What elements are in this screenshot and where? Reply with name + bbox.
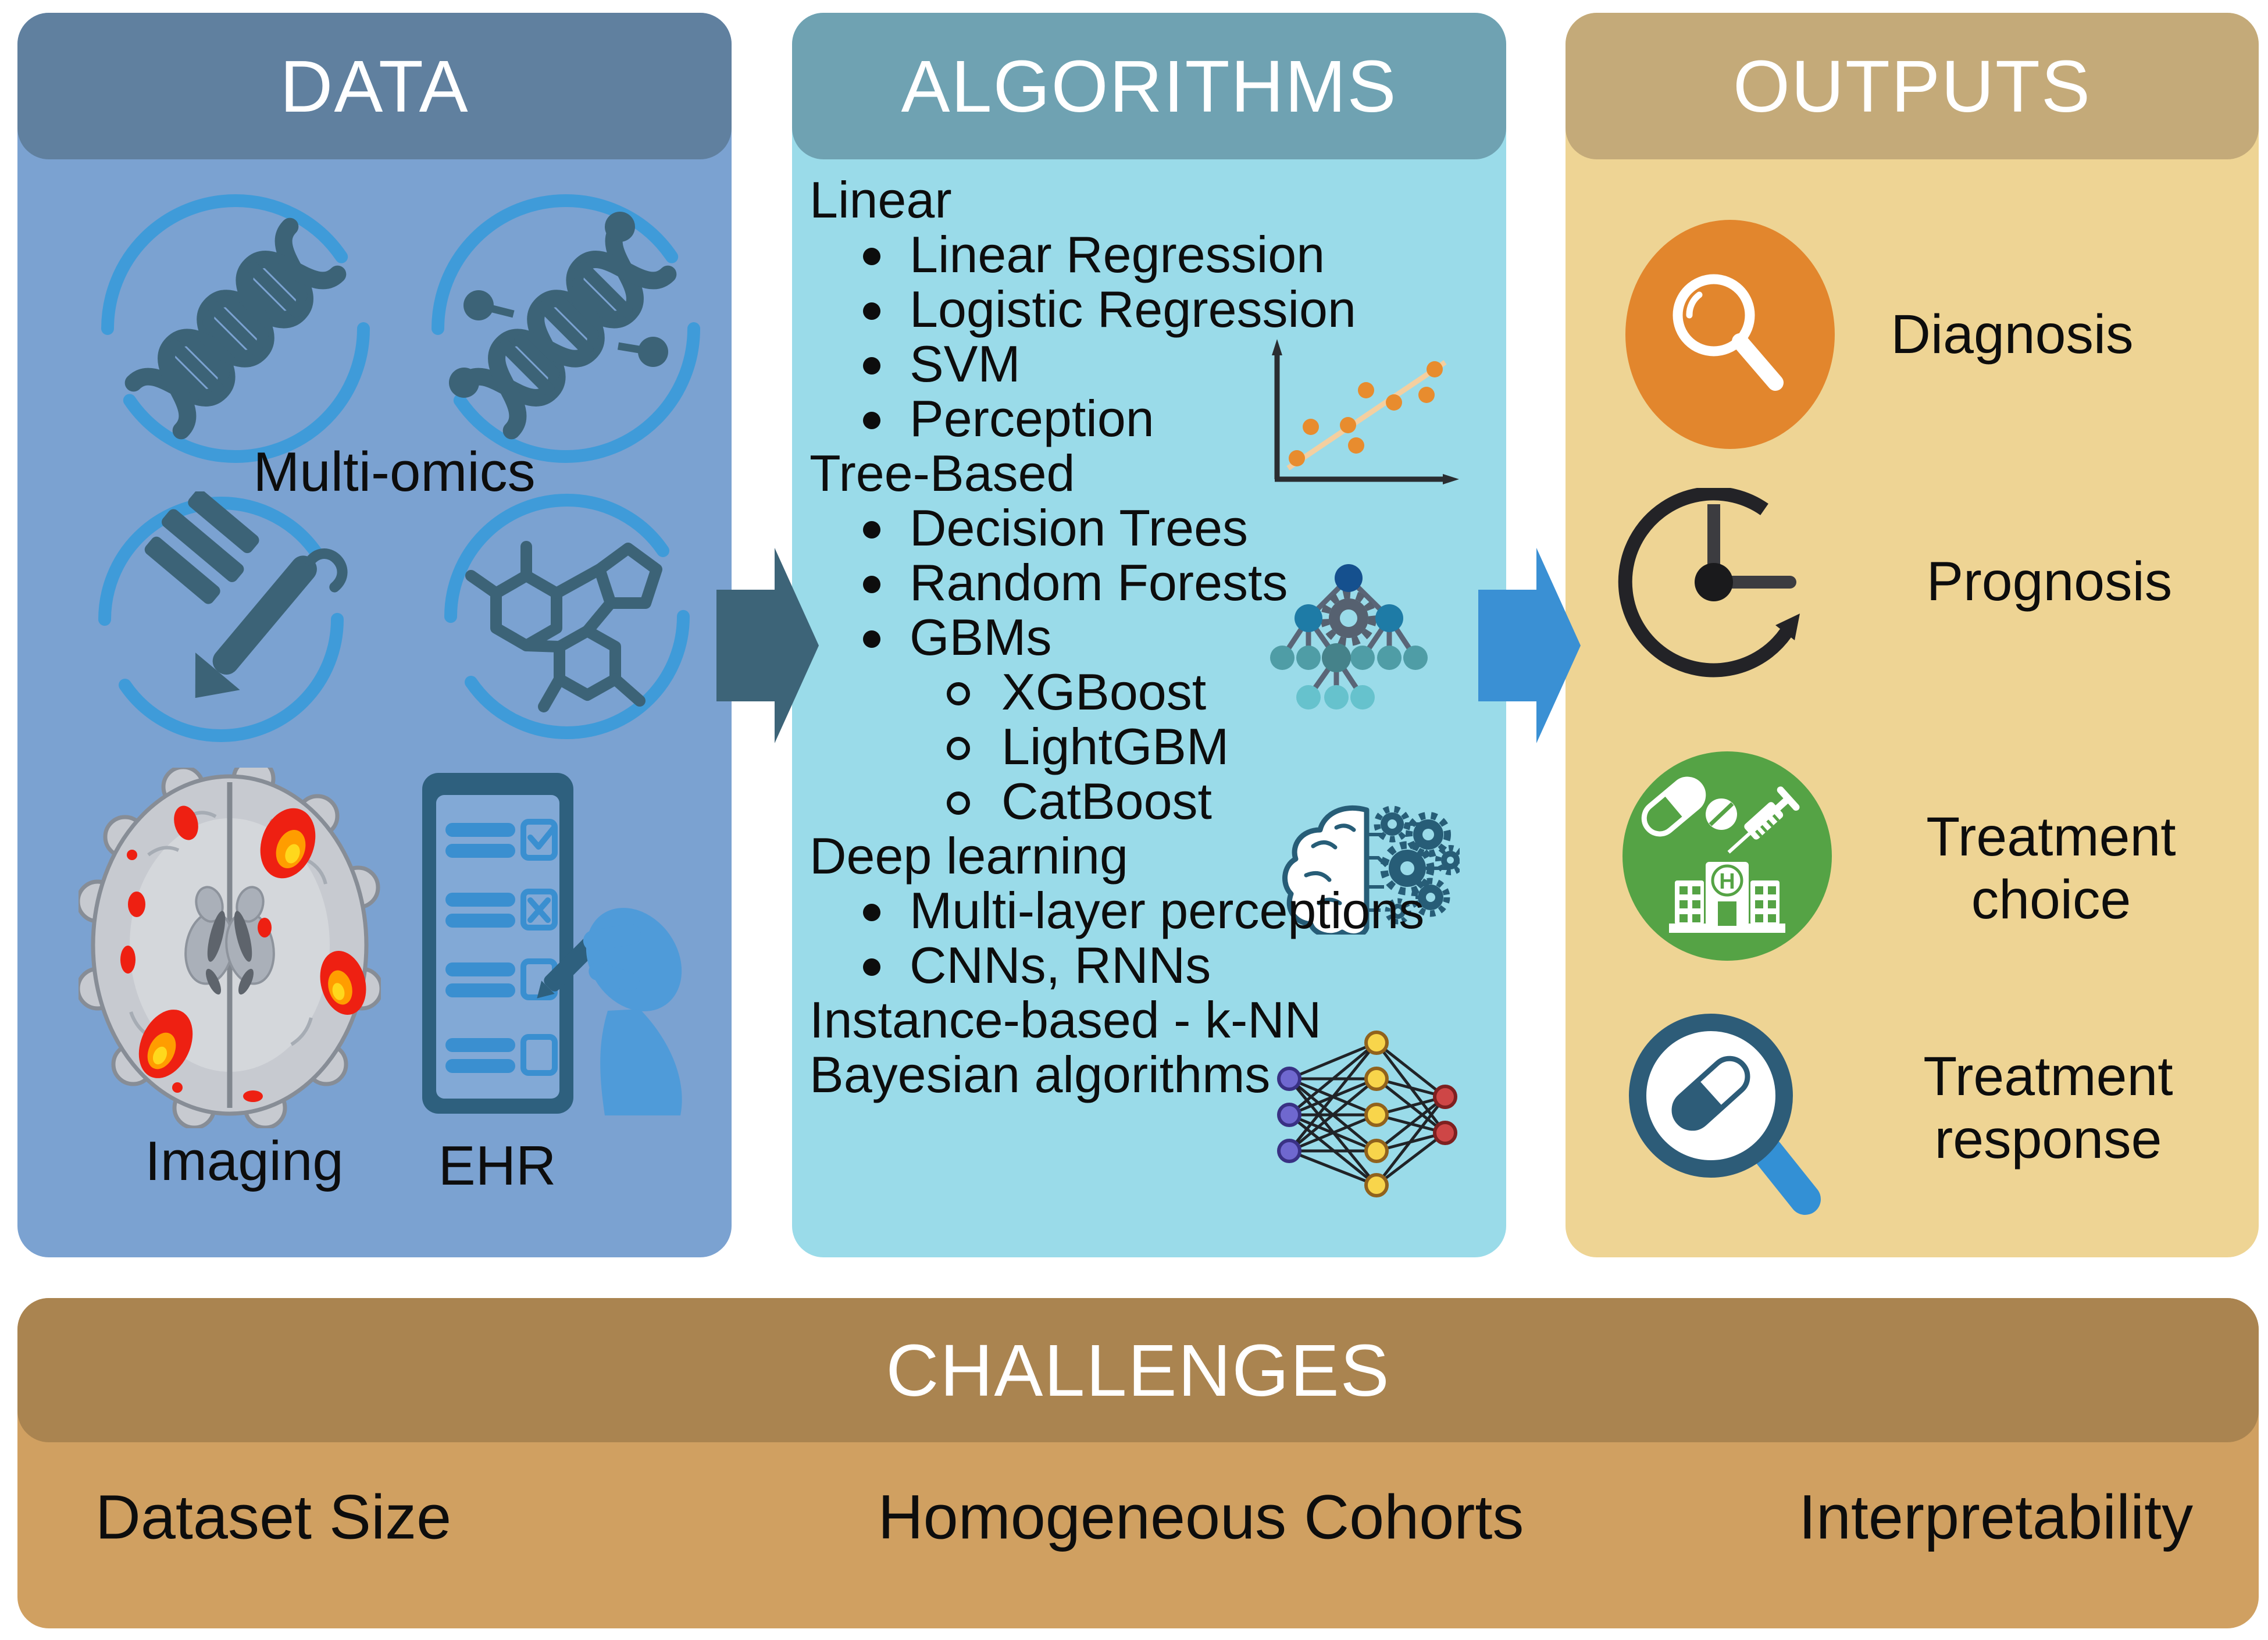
treatment-response-label: Treatment response [1923, 1046, 2173, 1170]
protein-structure-icon [98, 491, 348, 742]
treatment-choice-label: Treatment choice [1926, 806, 2176, 930]
algorithms-panel-title: ALGORITHMS [901, 45, 1397, 127]
dna-snp-icon [432, 194, 700, 463]
diagnosis-label: Diagnosis [1891, 304, 2134, 365]
outputs-panel-header: OUTPUTS [1566, 13, 2259, 159]
algorithms-to-outputs-arrow-icon [1478, 548, 1581, 743]
algorithms-list: Linear Linear Regression Logistic Regres… [810, 173, 1502, 1102]
list-item: Instance-based - k-NN [810, 991, 1322, 1049]
hospital-letter: H [1719, 869, 1735, 894]
data-to-algorithms-arrow-icon [716, 548, 819, 743]
challenge-homogeneous-cohorts: Homogeneous Cohorts [878, 1481, 1524, 1552]
imaging-label: Imaging [145, 1130, 344, 1192]
dna-genomics-icon [101, 194, 370, 463]
list-item: Decision Trees [810, 501, 1502, 555]
list-item: SVM [810, 337, 1502, 391]
challenge-interpretability: Interpretability [1798, 1481, 2194, 1552]
list-item: XGBoost [810, 665, 1502, 719]
list-item: LightGBM [810, 719, 1502, 774]
list-item: CNNs, RNNs [810, 938, 1502, 993]
data-panel-header: DATA [17, 13, 732, 159]
list-item: Linear [810, 171, 952, 229]
data-panel-title: DATA [280, 45, 469, 127]
list-item: CatBoost [810, 774, 1502, 829]
list-item: Deep learning [810, 827, 1128, 885]
molecule-icon [444, 494, 690, 739]
list-item: Multi-layer perceptions [810, 883, 1502, 938]
pill-magnifier-icon [1629, 1014, 1821, 1215]
clock-arrow-icon [1618, 488, 1800, 678]
challenge-dataset-size: Dataset Size [95, 1481, 452, 1552]
list-item: Random Forests [810, 555, 1502, 610]
list-item: Tree-Based [810, 444, 1075, 502]
list-item: Linear Regression [810, 227, 1502, 282]
algorithms-panel-header: ALGORITHMS [792, 13, 1506, 159]
hospital-medication-icon: H [1622, 751, 1832, 961]
multiomics-label: Multi-omics [253, 441, 536, 503]
ehr-label: EHR [438, 1135, 557, 1197]
ehr-checklist-icon [422, 773, 682, 1115]
challenges-panel-title: CHALLENGES [886, 1329, 1390, 1411]
neural-network-icon [1277, 1031, 1457, 1197]
magnifier-icon [1625, 220, 1835, 449]
outputs-panel-title: OUTPUTS [1732, 45, 2091, 127]
list-item: Logistic Regression [810, 282, 1502, 337]
challenges-panel-header: CHALLENGES [17, 1298, 2259, 1442]
prognosis-label: Prognosis [1926, 551, 2173, 612]
list-item: Perception [810, 391, 1502, 446]
brain-imaging-icon [79, 768, 381, 1128]
list-item: GBMs [810, 610, 1502, 665]
list-item: Bayesian algorithms [810, 1046, 1271, 1103]
